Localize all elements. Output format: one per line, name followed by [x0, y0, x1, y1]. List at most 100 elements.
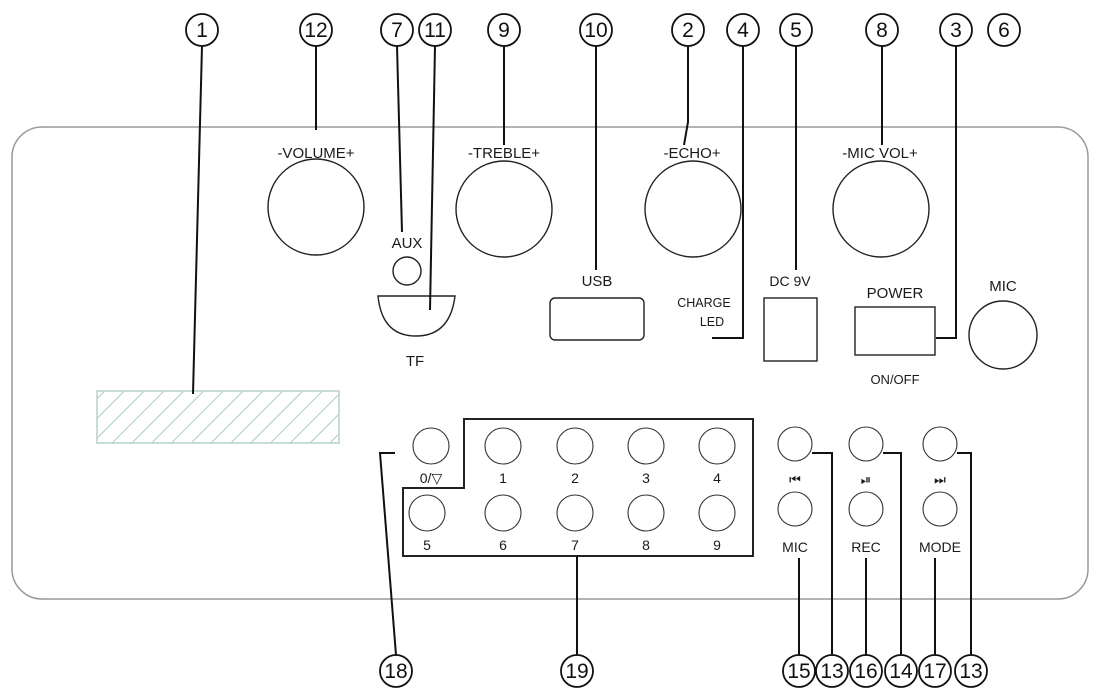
callout-circle-c15	[782, 654, 816, 688]
callout-number-c6: 6	[998, 19, 1010, 42]
keypad-label-2: 2	[571, 470, 579, 486]
keypad-button-6[interactable]	[484, 494, 522, 532]
on-off-label: ON/OFF	[870, 372, 919, 387]
keypad-label-5: 5	[423, 537, 431, 553]
leader-11	[429, 45, 436, 311]
volume-knob[interactable]	[267, 158, 365, 256]
keypad-button-9[interactable]	[698, 494, 736, 532]
usb-port[interactable]	[549, 297, 645, 341]
keypad-label-8: 8	[642, 537, 650, 553]
treble-knob[interactable]	[455, 160, 553, 258]
callout-circle-c1	[185, 13, 219, 47]
play-pause-button[interactable]	[848, 426, 884, 462]
callout-number-c19: 19	[565, 660, 588, 683]
callout-circle-c13b	[954, 654, 988, 688]
leader-1	[192, 45, 203, 395]
callout-number-c16: 16	[854, 660, 877, 683]
rec-button[interactable]	[848, 491, 884, 527]
mic-vol-label: -MIC VOL+	[842, 145, 918, 162]
rec-button-label: REC	[851, 539, 881, 555]
callout-circle-c8	[865, 13, 899, 47]
leader-4	[712, 46, 744, 339]
callout-circle-c14	[884, 654, 918, 688]
leader-2	[683, 46, 689, 146]
callout-number-c2: 2	[682, 19, 694, 42]
callout-circle-c7	[380, 13, 414, 47]
keypad-label-4: 4	[713, 470, 721, 486]
callout-number-c12: 12	[304, 19, 327, 42]
keypad-button-3[interactable]	[627, 427, 665, 465]
callout-circle-c16	[849, 654, 883, 688]
callout-number-c13b: 13	[959, 660, 982, 683]
keypad-label-6: 6	[499, 537, 507, 553]
next-button[interactable]	[922, 426, 958, 462]
callout-number-c15: 15	[787, 660, 810, 683]
callout-number-c10: 10	[584, 19, 607, 42]
callout-circle-c3	[939, 13, 973, 47]
mode-button[interactable]	[922, 491, 958, 527]
mic-jack[interactable]	[968, 300, 1038, 370]
aux-label: AUX	[392, 235, 423, 252]
callout-number-c4: 4	[737, 19, 749, 42]
next-icon: ⏭	[934, 472, 946, 487]
callout-circle-c5	[779, 13, 813, 47]
power-switch[interactable]	[854, 306, 936, 356]
callout-number-c8: 8	[876, 19, 888, 42]
mic-vol-knob[interactable]	[832, 160, 930, 258]
echo-label: -ECHO+	[663, 145, 720, 162]
callout-circle-c19	[560, 654, 594, 688]
aux-jack[interactable]	[392, 256, 422, 286]
leader-14	[883, 452, 902, 655]
treble-label: -TREBLE+	[468, 145, 540, 162]
leader-3	[936, 46, 957, 339]
leader-13b	[957, 452, 972, 655]
leader-7	[396, 45, 403, 233]
mode-button-label: MODE	[919, 539, 961, 555]
callout-number-c14: 14	[889, 660, 913, 683]
callout-circle-c13a	[815, 654, 849, 688]
play-pause-icon: ⏯	[861, 472, 871, 487]
keypad-label-9: 9	[713, 537, 721, 553]
keypad-button-0[interactable]	[412, 427, 450, 465]
dc-jack[interactable]	[763, 297, 818, 362]
callout-number-c3: 3	[950, 19, 962, 42]
callout-circle-c10	[579, 13, 613, 47]
prev-button[interactable]	[777, 426, 813, 462]
callout-circle-c17	[918, 654, 952, 688]
leader-lines	[192, 45, 972, 656]
mic-jack-label: MIC	[989, 278, 1017, 295]
callout-number-c18: 18	[384, 660, 407, 683]
keypad-button-7[interactable]	[556, 494, 594, 532]
mic-button[interactable]	[777, 491, 813, 527]
callout-number-c17: 17	[923, 660, 946, 683]
echo-knob[interactable]	[644, 160, 742, 258]
display-window	[96, 390, 340, 444]
charge-label: CHARGE	[677, 296, 730, 310]
keypad-button-5[interactable]	[408, 494, 446, 532]
tf-label: TF	[406, 353, 424, 370]
keypad-label-3: 3	[642, 470, 650, 486]
dc-label: DC 9V	[769, 273, 811, 289]
prev-icon: ⏮	[789, 472, 801, 487]
callout-number-c5: 5	[790, 19, 802, 42]
callout-number-c7: 7	[391, 19, 403, 42]
callout-circle-c4	[726, 13, 760, 47]
leader-13a	[812, 452, 833, 655]
keypad-button-2[interactable]	[556, 427, 594, 465]
keypad-button-4[interactable]	[698, 427, 736, 465]
callout-number-c11: 11	[424, 19, 446, 42]
keypad-button-8[interactable]	[627, 494, 665, 532]
tf-card-slot[interactable]	[377, 295, 456, 337]
callout-number-c9: 9	[498, 19, 510, 42]
usb-label: USB	[582, 273, 613, 290]
callout-number-c13a: 13	[820, 660, 843, 683]
leader-18	[378, 452, 397, 656]
mic-button-label: MIC	[782, 539, 808, 555]
power-label: POWER	[867, 285, 924, 302]
keypad-button-1[interactable]	[484, 427, 522, 465]
callout-circle-c11	[418, 13, 452, 47]
callout-circle-c6	[987, 13, 1021, 47]
keypad-label-1: 1	[499, 470, 507, 486]
